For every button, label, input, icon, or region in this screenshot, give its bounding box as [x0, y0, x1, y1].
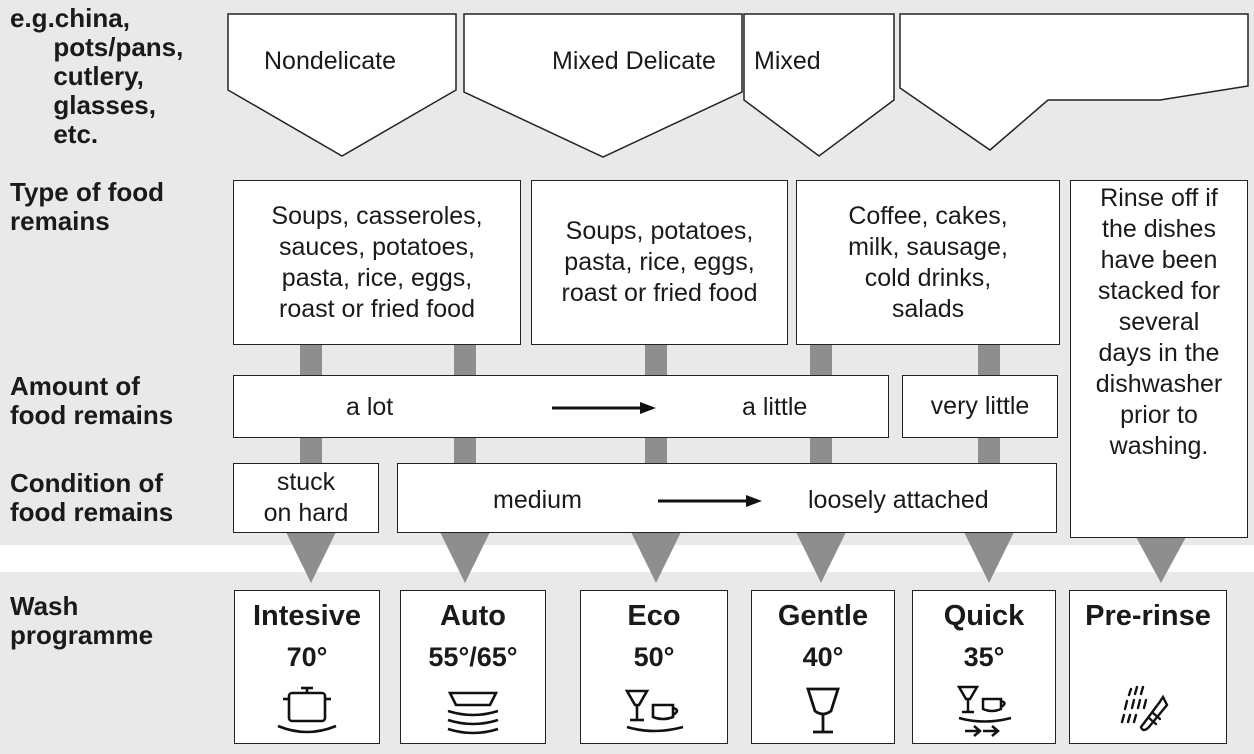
glass-cup-plate-icon — [624, 689, 684, 733]
programme-name: Gentle — [777, 600, 869, 632]
rinse-spray-icon — [1120, 685, 1169, 732]
condition-box — [397, 463, 1057, 533]
stacked-plates-icon — [447, 691, 499, 735]
category-mixed: Mixed — [754, 47, 821, 75]
programme-temp: 70° — [286, 642, 328, 672]
condition-to: loosely attached — [808, 486, 989, 514]
food-type-intensive: Soups, casseroles, sauces, potatoes, pas… — [233, 180, 521, 345]
condition-from: medium — [493, 486, 582, 514]
condition-stuck: stuck on hard — [233, 463, 379, 533]
category-nondelicate: Nondelicate — [264, 47, 397, 75]
programme-gentle: Gentle 40° — [751, 590, 895, 744]
amount-to: a little — [742, 393, 808, 421]
condition-label: Condition of food remains — [10, 468, 174, 527]
arrow-quick — [964, 532, 1014, 583]
programme-name: Intesive — [253, 600, 361, 632]
arrow-gentle — [796, 532, 846, 583]
category-unlabeled-shape — [899, 13, 1249, 151]
programme-temp: 55°/65° — [428, 642, 518, 672]
category-mixed-delicate: Mixed Delicate — [552, 47, 716, 75]
amount-arrow-icon — [552, 402, 656, 414]
dish-label: e.g.china, pots/pans, cutlery, glasses, … — [10, 3, 184, 149]
arrow-eco — [631, 532, 681, 583]
programme-name: Eco — [627, 600, 681, 632]
programme-auto: Auto 55°/65° — [400, 590, 546, 744]
quick-wash-icon — [956, 685, 1012, 737]
pot-icon — [277, 686, 337, 734]
arrow-prerinse — [1136, 537, 1186, 583]
programme-label: Wash programme — [10, 591, 154, 650]
amount-label: Amount of food remains — [10, 371, 174, 430]
amount-very-little: very little — [902, 375, 1058, 438]
programme-temp: 35° — [963, 642, 1005, 672]
programme-intensive: Intesive 70° — [234, 590, 380, 744]
programme-name: Quick — [943, 600, 1025, 632]
programme-eco: Eco 50° — [580, 590, 728, 744]
category-mixed-delicate-shape — [463, 13, 743, 158]
food-type-auto-eco: Soups, potatoes, pasta, rice, eggs, roas… — [531, 180, 788, 345]
programme-name: Auto — [439, 600, 507, 632]
programme-quick: Quick 35° — [912, 590, 1056, 744]
food-type-gentle-quick: Coffee, cakes, milk, sausage, cold drink… — [796, 180, 1060, 345]
down-arrows — [286, 532, 1186, 583]
food-type-prerinse: Rinse off if the dishes have been stacke… — [1070, 180, 1248, 538]
programme-temp: 40° — [802, 642, 844, 672]
arrow-auto — [440, 532, 490, 583]
dish-category-shapes — [227, 13, 1249, 158]
category-mixed-shape — [743, 13, 895, 157]
programme-temp: 50° — [633, 642, 675, 672]
programme-name: Pre-rinse — [1085, 600, 1211, 632]
programme-prerinse: Pre-rinse — [1069, 590, 1227, 744]
food-type-label: Type of food remains — [10, 177, 165, 236]
category-nondelicate-shape — [227, 13, 457, 157]
amount-from: a lot — [346, 393, 394, 421]
condition-arrow-icon — [658, 495, 762, 507]
arrow-intensive — [286, 532, 336, 583]
wine-glass-icon — [806, 687, 840, 734]
